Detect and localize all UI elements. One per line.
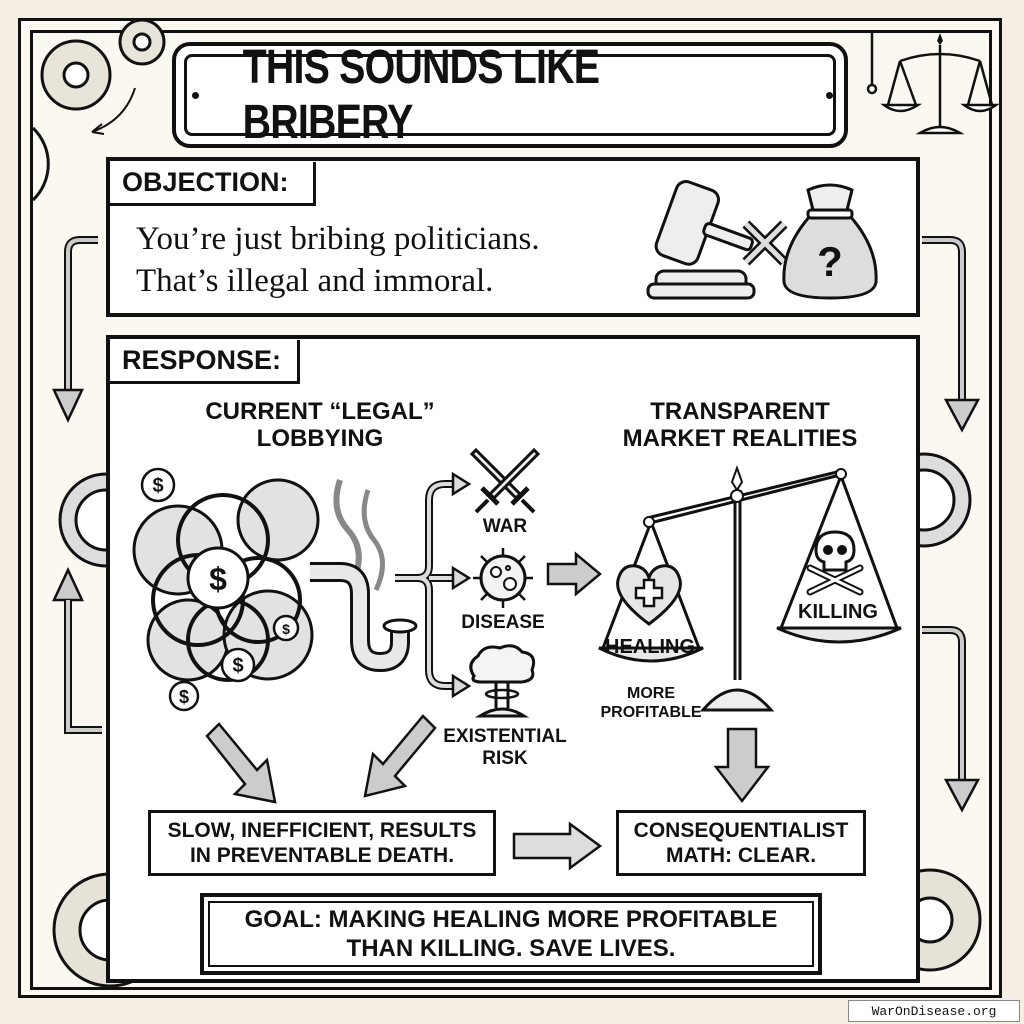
mushroom-cloud-icon xyxy=(469,644,536,718)
svg-text:$: $ xyxy=(282,621,290,637)
goal-line-1: GOAL: MAKING HEALING MORE PROFITABLE xyxy=(244,906,778,933)
arrow-down-icon xyxy=(713,727,771,804)
rivet-right xyxy=(826,92,833,99)
outcome-disease-label: DISEASE xyxy=(461,612,545,633)
objection-line-1: You’re just bribing politicians. xyxy=(136,221,540,257)
gears-top-left-icon xyxy=(31,18,166,202)
left-heading: CURRENT “LEGAL” LOBBYING xyxy=(170,398,470,452)
outcome-existential-risk-label: EXISTENTIAL RISK xyxy=(430,726,580,770)
crossed-swords-icon xyxy=(469,447,541,514)
result-right-line-2: MATH: CLEAR. xyxy=(665,844,817,867)
cross-icon xyxy=(742,220,788,266)
outcome-war-label: WAR xyxy=(482,516,528,537)
result-right-box: CONSEQUENTIALIST MATH: CLEAR. xyxy=(616,810,866,876)
left-heading-line-2: LOBBYING xyxy=(256,425,384,452)
response-tag: RESPONSE: xyxy=(110,340,300,384)
killing-pan-label: KILLING xyxy=(798,601,878,623)
existential-line-1: EXISTENTIAL xyxy=(443,726,567,747)
healing-pan-label: HEALING xyxy=(605,636,695,658)
arrow-down-right-icon xyxy=(205,722,277,804)
left-heading-line-1: CURRENT “LEGAL” xyxy=(205,398,435,425)
existential-line-2: RISK xyxy=(482,748,528,769)
result-left-line-2: IN PREVENTABLE DEATH. xyxy=(189,844,455,867)
gavel-icon xyxy=(646,180,756,300)
left-side-decor xyxy=(52,236,154,734)
goal-text: GOAL: MAKING HEALING MORE PROFITABLE THA… xyxy=(208,901,814,967)
money-bag-question-icon: ? xyxy=(782,183,878,300)
svg-text:$: $ xyxy=(209,561,227,597)
objection-text: You’re just bribing politicians. That’s … xyxy=(136,218,540,302)
result-right-line-1: CONSEQUENTIALIST xyxy=(633,819,849,842)
virus-icon xyxy=(473,548,533,608)
arrow-down-left-icon xyxy=(363,714,437,798)
tangled-gears-money-icon: $ $ $ $ $ xyxy=(132,467,320,712)
goal-line-2: THAN KILLING. SAVE LIVES. xyxy=(346,935,676,962)
rivet-left xyxy=(192,92,199,99)
branch-brace-arrows xyxy=(395,471,472,699)
result-left-box: SLOW, INEFFICIENT, RESULTS IN PREVENTABL… xyxy=(148,810,496,876)
skull-crossbones-icon xyxy=(806,530,864,596)
page-title: THIS SOUNDS LIKE BRIBERY xyxy=(242,41,600,149)
svg-text:?: ? xyxy=(817,238,843,285)
goal-plate xyxy=(200,893,822,975)
arrow-right-result-icon xyxy=(512,821,603,871)
title-plate-inner xyxy=(184,54,836,136)
svg-text:$: $ xyxy=(152,475,163,497)
objection-line-2: That’s illegal and immoral. xyxy=(136,263,494,299)
svg-text:$: $ xyxy=(232,655,243,677)
watermark-link[interactable]: WarOnDisease.org xyxy=(848,1000,1020,1022)
heart-cross-icon xyxy=(616,564,682,626)
inner-frame xyxy=(30,30,992,990)
justice-scale-icon xyxy=(598,465,902,712)
svg-text:$: $ xyxy=(179,687,189,707)
more-profitable-caption: MORE PROFITABLE xyxy=(586,684,716,722)
right-heading-line-1: TRANSPARENT xyxy=(650,398,830,425)
arrow-right-icon xyxy=(546,551,602,597)
pipe-icon xyxy=(310,479,418,673)
objection-tag: OBJECTION: xyxy=(110,162,316,206)
caption-line-1: MORE xyxy=(627,685,675,702)
right-heading: TRANSPARENT MARKET REALITIES xyxy=(590,398,890,452)
caption-line-2: PROFITABLE xyxy=(600,704,702,721)
right-heading-line-2: MARKET REALITIES xyxy=(622,425,858,452)
result-left-line-1: SLOW, INEFFICIENT, RESULTS xyxy=(167,819,477,842)
balance-scale-icon xyxy=(866,30,1000,135)
